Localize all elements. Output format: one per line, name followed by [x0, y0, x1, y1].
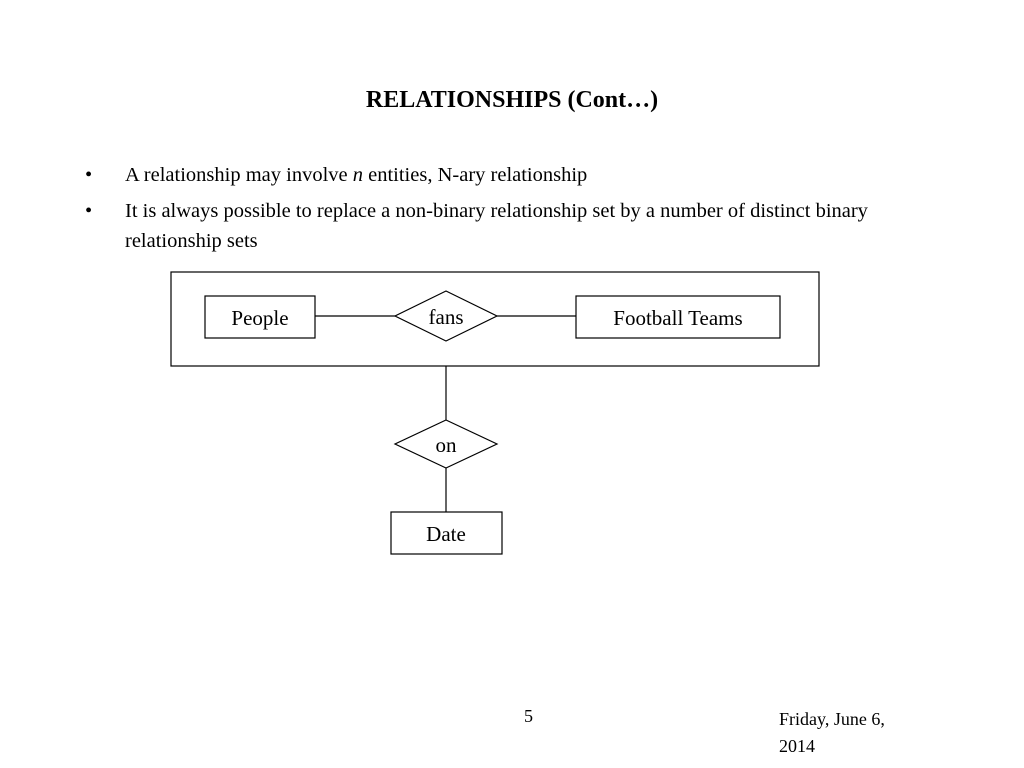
bullet-list: • A relationship may involve n entities, …	[85, 160, 935, 262]
entity-date-label: Date	[426, 522, 466, 546]
entity-date-box	[390, 511, 503, 555]
bullet-item: • A relationship may involve n entities, …	[85, 160, 935, 190]
relationship-fans-label: fans	[429, 305, 464, 329]
entity-people-box	[204, 295, 316, 339]
bullet-dot: •	[85, 164, 93, 186]
relationship-on-label: on	[436, 433, 458, 457]
bullet-text-end: entities, N-ary relationship	[363, 164, 588, 186]
bullet-dot: •	[85, 200, 93, 222]
bullet-item: • It is always possible to replace a non-…	[85, 196, 935, 256]
entity-football-teams-box	[575, 295, 781, 339]
bullet-text-emphasis: n	[352, 164, 363, 186]
entity-football-teams-label: Football Teams	[613, 306, 742, 330]
bullet-text-start: A relationship may involve	[125, 164, 353, 186]
slide-title: RELATIONSHIPS (Cont…)	[365, 87, 659, 113]
aggregation-box	[170, 271, 820, 367]
slide-date: Friday, June 6, 2014	[779, 709, 885, 756]
bullet-text: It is always possible to replace a non-b…	[125, 200, 868, 252]
entity-people-label: People	[231, 306, 288, 330]
relationship-fans-diamond	[393, 290, 499, 342]
page-number: 5	[524, 706, 533, 726]
